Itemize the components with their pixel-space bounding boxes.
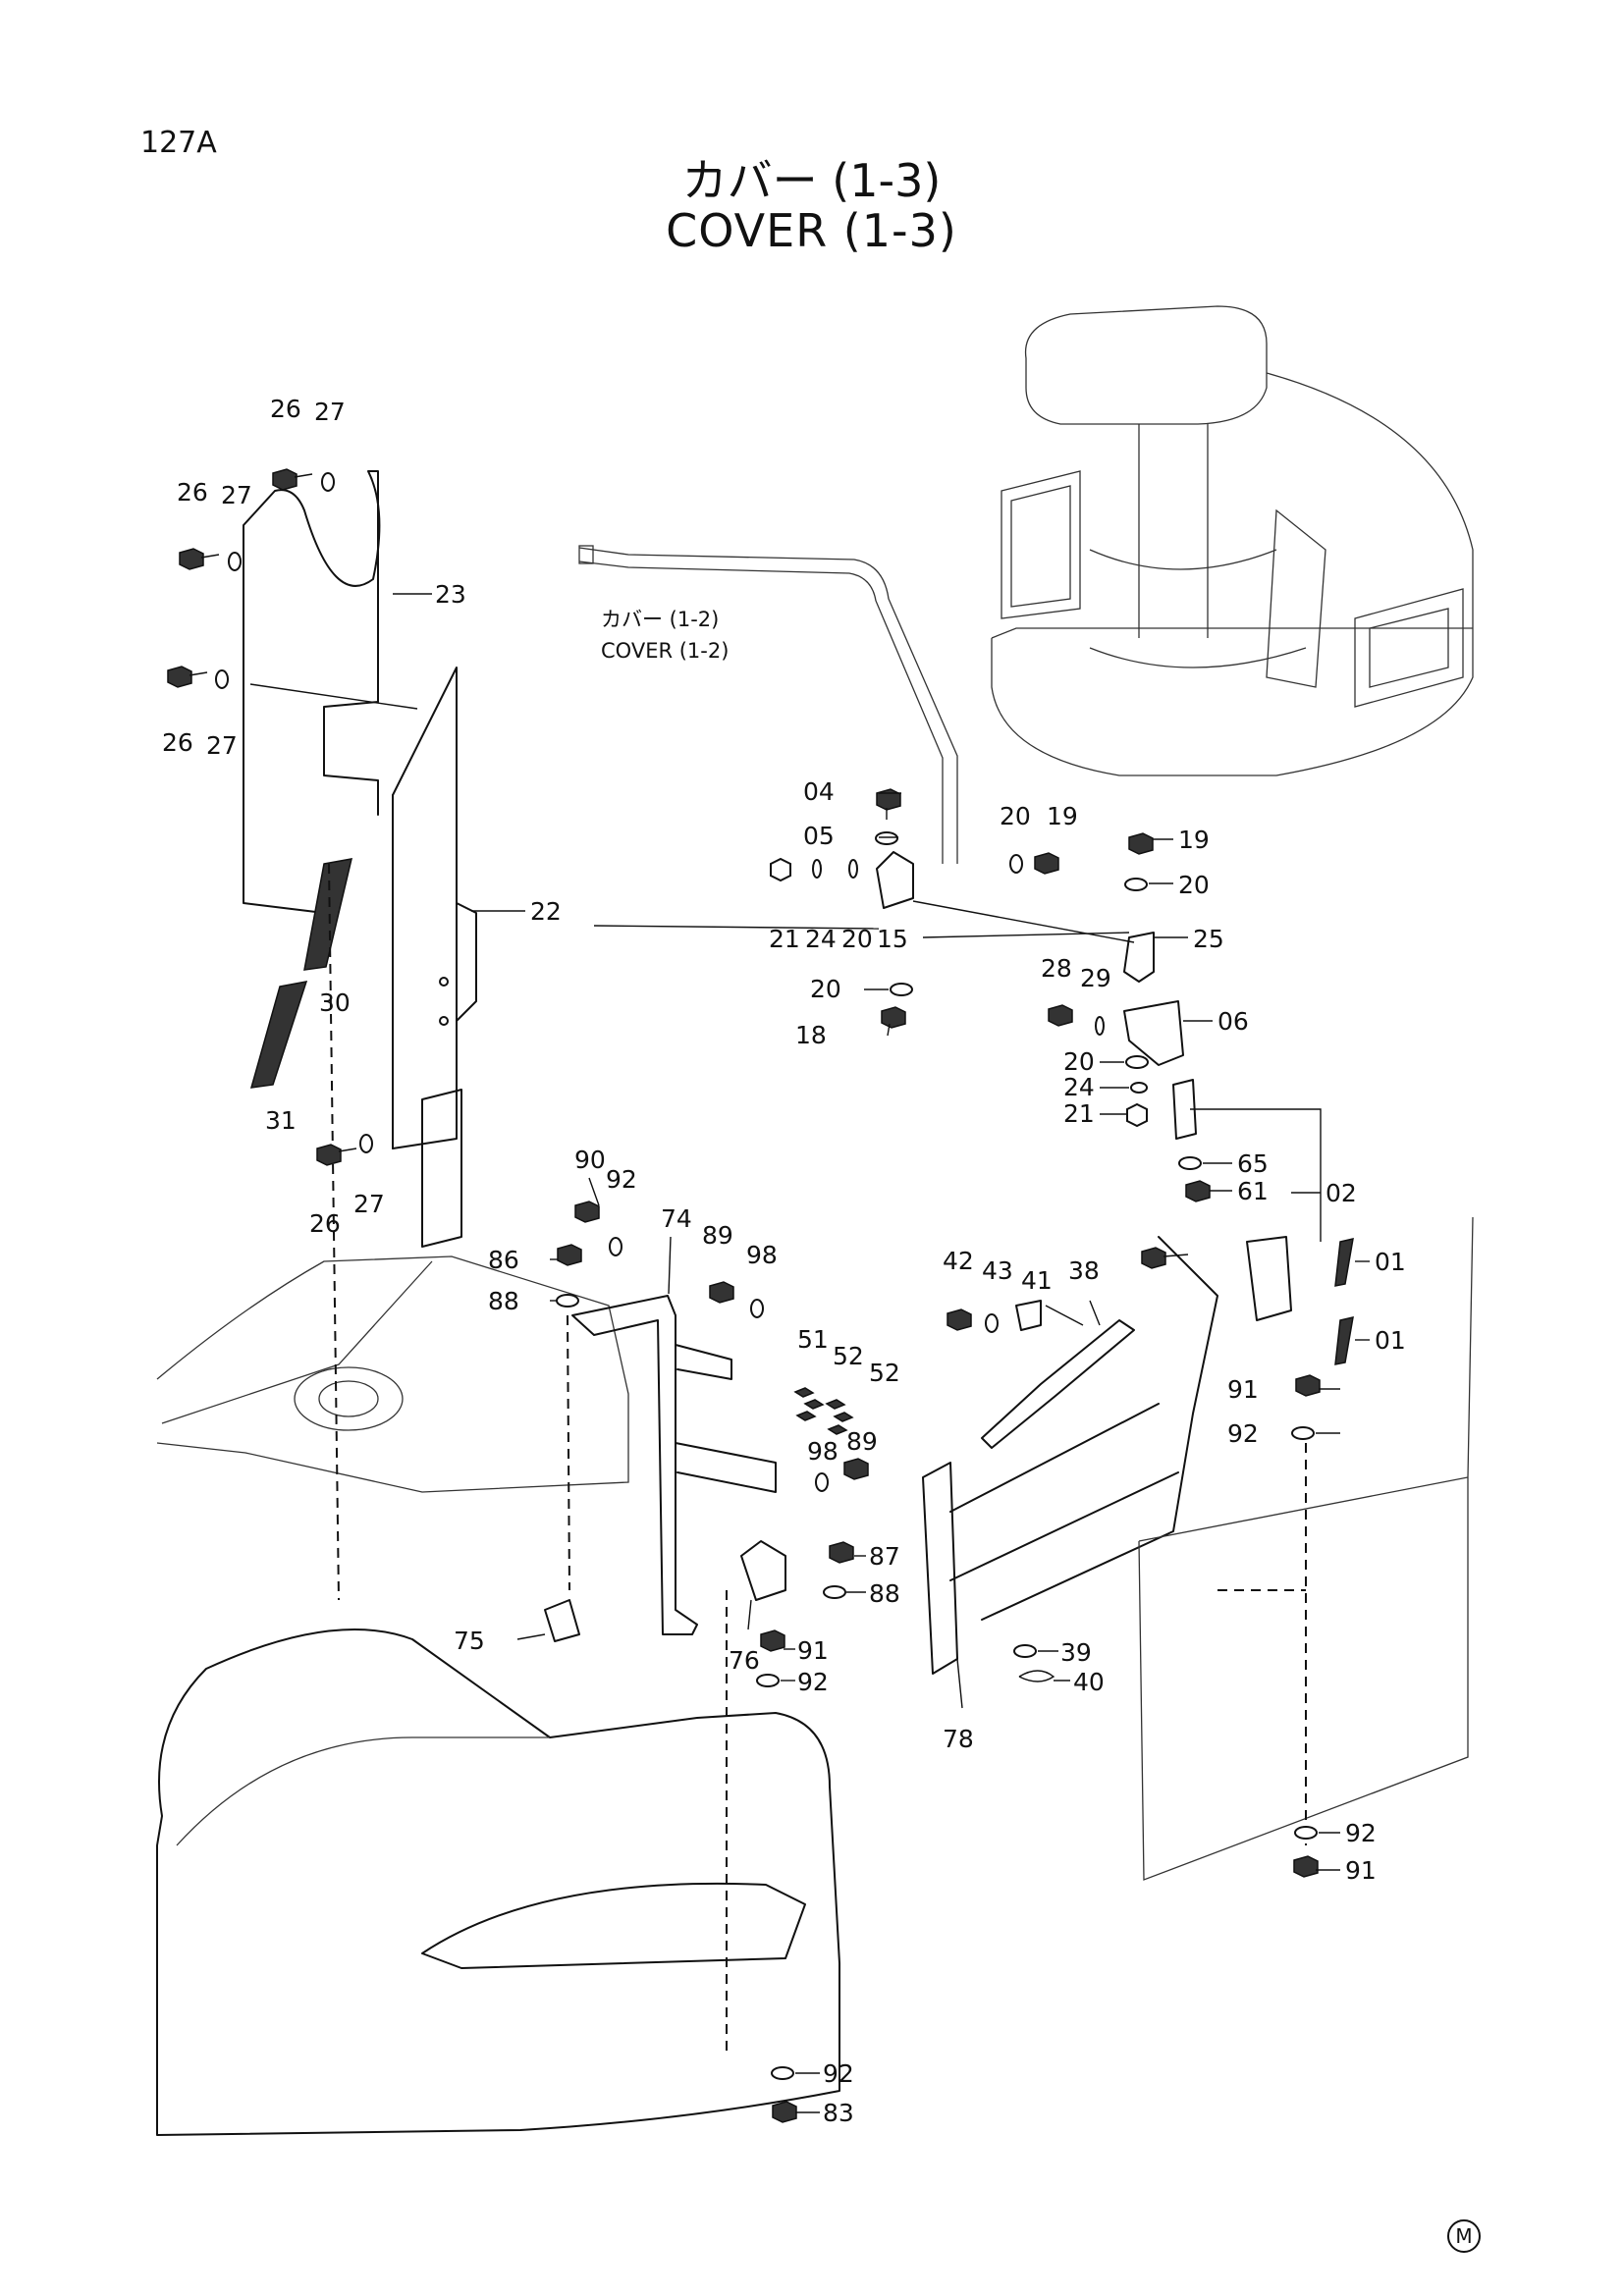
callout-labels: 26 27 26 27 23 26 27 22 30 31 26 27 04 0… [162, 395, 1406, 2127]
callout-19: 19 [1178, 826, 1210, 854]
callout-27: 27 [353, 1190, 385, 1218]
clamp-41 [1015, 1300, 1042, 1331]
callout-27: 27 [221, 481, 252, 509]
frame-body [156, 1255, 629, 1493]
diagram-title-japanese: カバー (1-3) [681, 154, 942, 207]
callout-89: 89 [846, 1427, 878, 1456]
callout-31: 31 [265, 1106, 297, 1135]
callout-20: 20 [1000, 802, 1031, 830]
leader-lines [393, 593, 1370, 2113]
callout-22: 22 [530, 897, 562, 926]
callout-92: 92 [1345, 1819, 1377, 1847]
reference-label-jp: カバー (1-2) [601, 608, 719, 631]
reference-label-en: COVER (1-2) [601, 639, 729, 663]
callout-04: 04 [803, 777, 835, 806]
callout-02: 02 [1325, 1179, 1357, 1207]
callout-51: 51 [797, 1325, 829, 1354]
callout-39: 39 [1060, 1638, 1092, 1667]
callout-01: 01 [1375, 1326, 1406, 1355]
callout-91: 91 [1345, 1856, 1377, 1885]
callout-01: 01 [1375, 1248, 1406, 1276]
rubber-strip-31 [249, 981, 308, 1089]
rubber-strip-30 [303, 858, 352, 971]
bracket-76 [740, 1540, 786, 1601]
callout-43: 43 [982, 1256, 1013, 1285]
shim-01 [1334, 1238, 1354, 1365]
callout-92: 92 [606, 1165, 637, 1194]
callout-20: 20 [1178, 871, 1210, 899]
callout-86: 86 [488, 1246, 519, 1274]
callout-15: 15 [877, 925, 908, 953]
page-number: 127A [140, 126, 217, 160]
callout-42: 42 [943, 1247, 974, 1275]
callout-83: 83 [823, 2099, 854, 2127]
machine-outline [991, 305, 1474, 776]
callout-74: 74 [661, 1204, 692, 1233]
callout-98: 98 [807, 1437, 839, 1466]
callout-29: 29 [1080, 964, 1111, 992]
cover-1-2-reference-label: カバー (1-2) COVER (1-2) [601, 608, 729, 663]
callout-28: 28 [1041, 954, 1072, 983]
frame-78 [922, 1236, 1218, 1675]
callout-41: 41 [1021, 1266, 1053, 1295]
hardware [167, 468, 1321, 2123]
callout-87: 87 [869, 1542, 900, 1571]
bracket-74 [571, 1295, 777, 1635]
callout-26: 26 [162, 728, 193, 757]
callout-65: 65 [1237, 1149, 1269, 1178]
callout-88: 88 [488, 1287, 519, 1315]
diagram-title-english: COVER (1-3) [666, 204, 957, 257]
callout-92: 92 [1227, 1419, 1259, 1448]
callout-78: 78 [943, 1725, 974, 1753]
gas-strut-38 [981, 1319, 1135, 1449]
callout-92: 92 [823, 2059, 854, 2088]
callout-21: 21 [1063, 1099, 1095, 1128]
callout-61: 61 [1237, 1177, 1269, 1205]
callout-21: 21 [769, 925, 800, 953]
callout-23: 23 [435, 580, 466, 609]
callout-18: 18 [795, 1021, 827, 1049]
plate-22 [392, 667, 477, 1248]
callout-98: 98 [746, 1241, 778, 1269]
callout-26: 26 [309, 1209, 341, 1238]
stay-25 [1123, 932, 1155, 983]
callout-27: 27 [314, 398, 346, 426]
callout-40: 40 [1073, 1668, 1105, 1696]
callout-20: 20 [810, 975, 841, 1003]
callout-75: 75 [454, 1627, 485, 1655]
callout-19: 19 [1047, 802, 1078, 830]
callout-90: 90 [574, 1146, 606, 1174]
callout-92: 92 [797, 1668, 829, 1696]
callout-52: 52 [869, 1359, 900, 1387]
callout-06: 06 [1217, 1007, 1249, 1036]
clip-75 [544, 1599, 580, 1642]
callout-52: 52 [833, 1342, 864, 1370]
callout-26: 26 [177, 478, 208, 507]
callout-91: 91 [1227, 1375, 1259, 1404]
latch-02 [1172, 1079, 1322, 1321]
callout-27: 27 [206, 731, 238, 760]
callout-20: 20 [841, 925, 873, 953]
callout-26: 26 [270, 395, 301, 423]
revision-mark: M [1447, 2219, 1481, 2253]
callout-05: 05 [803, 822, 835, 850]
plate-23 [243, 470, 381, 914]
callout-91: 91 [797, 1636, 829, 1665]
callout-24: 24 [1063, 1073, 1095, 1101]
callout-20: 20 [1063, 1047, 1095, 1076]
callout-88: 88 [869, 1579, 900, 1608]
callout-89: 89 [702, 1221, 733, 1250]
callout-76: 76 [729, 1646, 760, 1675]
callout-25: 25 [1193, 925, 1224, 953]
cover-1-2-reference-frame [578, 545, 958, 864]
side-cover [156, 1629, 840, 2136]
bracket-06 [1123, 1000, 1184, 1066]
callout-38: 38 [1068, 1256, 1100, 1285]
bracket-15 [876, 851, 914, 909]
callout-30: 30 [319, 988, 351, 1017]
callout-24: 24 [805, 925, 837, 953]
